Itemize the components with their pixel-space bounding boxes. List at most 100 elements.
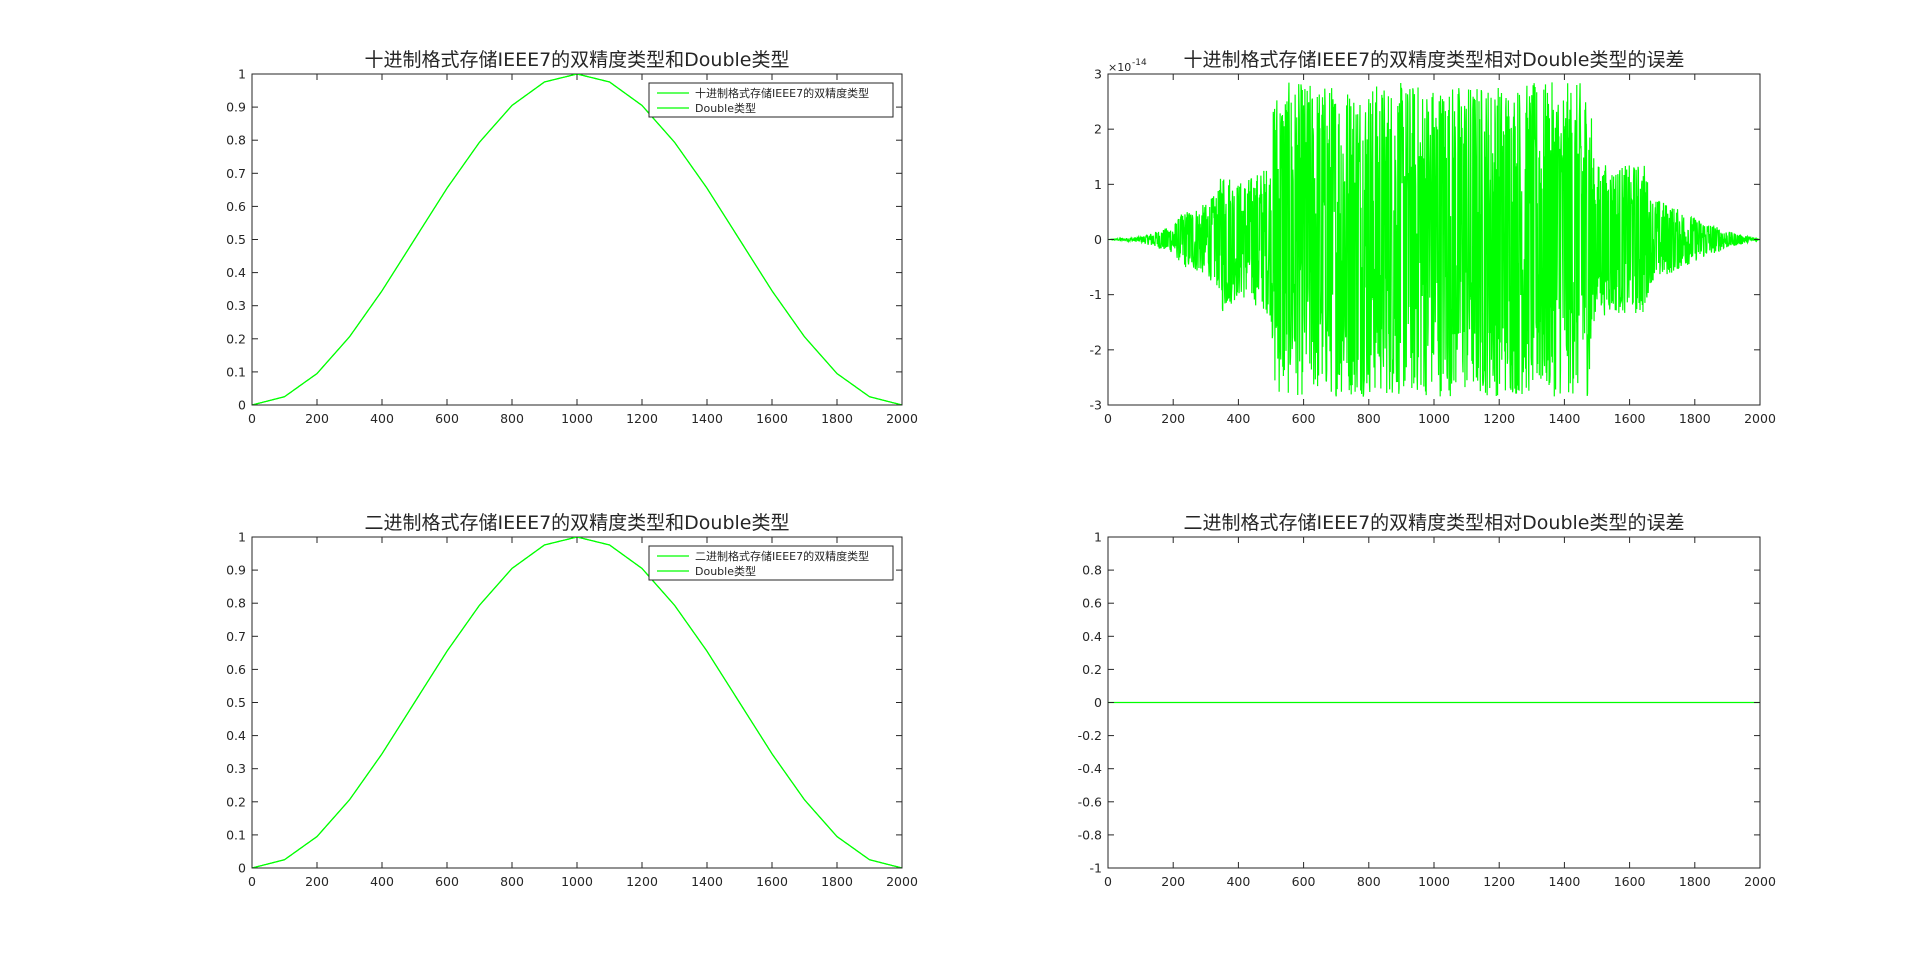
y-tick-label: 0.1: [226, 827, 246, 842]
x-tick-label: 1400: [1548, 874, 1580, 889]
x-tick-label: 0: [1104, 411, 1112, 426]
y-tick-label: 0.3: [226, 298, 246, 313]
y-exponent-power: -14: [1132, 58, 1147, 68]
y-tick-label: 0.1: [226, 364, 246, 379]
axes-box: [251, 536, 903, 869]
x-tick-label: 600: [1292, 411, 1316, 426]
y-tick-label: 0.6: [226, 199, 246, 214]
chart-title: 十进制格式存储IEEE7的双精度类型相对Double类型的误差: [1183, 49, 1684, 71]
x-tick-label: 1200: [626, 411, 658, 426]
chart-title: 二进制格式存储IEEE7的双精度类型相对Double类型的误差: [1183, 512, 1684, 534]
x-tick-label: 400: [370, 874, 394, 889]
x-tick-label: 1000: [561, 874, 593, 889]
y-tick-label: 0.4: [226, 728, 246, 743]
series-line-1: [252, 537, 902, 868]
series-error-line: [1108, 82, 1760, 397]
y-tick-label: 0.2: [1082, 662, 1102, 677]
y-tick-label: -0.4: [1078, 761, 1102, 776]
y-tick-label: 0: [1094, 695, 1102, 710]
plot-area: [252, 537, 902, 868]
x-tick-label: 1800: [1679, 411, 1711, 426]
y-tick-label: -0.2: [1078, 728, 1102, 743]
y-tick-label: -0.8: [1078, 827, 1102, 842]
x-tick-label: 1200: [626, 874, 658, 889]
legend-entry: 二进制格式存储IEEE7的双精度类型: [695, 549, 869, 563]
x-tick-label: 600: [435, 874, 459, 889]
x-tick-label: 1400: [691, 411, 723, 426]
x-tick-label: 1000: [1418, 874, 1450, 889]
legend-box: [648, 545, 894, 581]
y-tick-label: -1: [1090, 861, 1102, 876]
y-tick-label: 0.4: [226, 265, 246, 280]
x-tick-label: 600: [1292, 874, 1316, 889]
legend-entry: Double类型: [695, 564, 756, 578]
y-tick-label: -3: [1090, 398, 1102, 413]
x-tick-label: 1800: [1679, 874, 1711, 889]
y-tick-label: 0: [1094, 232, 1102, 247]
x-tick-label: 800: [500, 411, 524, 426]
y-tick-label: 0: [238, 861, 246, 876]
y-tick-label: 0.6: [1082, 596, 1102, 611]
x-tick-label: 1200: [1483, 874, 1515, 889]
series-line-1: [252, 74, 902, 405]
y-tick-label: 0.2: [226, 331, 246, 346]
y-tick-label: 1: [1094, 530, 1102, 545]
x-tick-label: 1200: [1483, 411, 1515, 426]
y-tick-label: 3: [1094, 67, 1102, 82]
y-tick-label: -1: [1090, 287, 1102, 302]
plot-area: [252, 74, 902, 405]
y-tick-label: 0: [238, 398, 246, 413]
y-tick-label: 0.8: [226, 596, 246, 611]
x-tick-label: 1600: [756, 411, 788, 426]
chart-title: 二进制格式存储IEEE7的双精度类型和Double类型: [364, 512, 789, 534]
x-tick-label: 1600: [1614, 874, 1646, 889]
y-tick-label: 0.8: [1082, 563, 1102, 578]
x-tick-label: 200: [1161, 411, 1185, 426]
y-tick-label: 2: [1094, 122, 1102, 137]
y-tick-label: 0.6: [226, 662, 246, 677]
y-tick-label: -2: [1090, 342, 1102, 357]
x-tick-label: 400: [1226, 874, 1250, 889]
x-tick-label: 1400: [1548, 411, 1580, 426]
x-tick-label: 1000: [1418, 411, 1450, 426]
x-tick-label: 0: [248, 411, 256, 426]
y-tick-label: 0.9: [226, 563, 246, 578]
y-tick-label: 1: [1094, 177, 1102, 192]
x-tick-label: 600: [435, 411, 459, 426]
x-tick-label: 2000: [886, 411, 918, 426]
legend-entry: Double类型: [695, 101, 756, 115]
chart-title: 十进制格式存储IEEE7的双精度类型和Double类型: [364, 49, 789, 71]
y-tick-label: 0.7: [226, 166, 246, 181]
y-tick-label: 0.5: [226, 695, 246, 710]
x-tick-label: 400: [370, 411, 394, 426]
y-tick-label: 0.5: [226, 232, 246, 247]
y-tick-label: 1: [238, 67, 246, 82]
y-tick-label: 0.2: [226, 794, 246, 809]
x-tick-label: 2000: [886, 874, 918, 889]
legend-entry: 十进制格式存储IEEE7的双精度类型: [695, 86, 869, 100]
y-exponent-label: ×10: [1108, 61, 1131, 74]
axes-box: [251, 73, 903, 406]
y-tick-label: 0.4: [1082, 629, 1102, 644]
x-tick-label: 2000: [1744, 411, 1776, 426]
x-tick-label: 200: [305, 874, 329, 889]
x-tick-label: 200: [305, 411, 329, 426]
y-tick-label: 1: [238, 530, 246, 545]
y-tick-label: 0.7: [226, 629, 246, 644]
x-tick-label: 1400: [691, 874, 723, 889]
y-tick-label: 0.8: [226, 133, 246, 148]
x-tick-label: 1600: [756, 874, 788, 889]
x-tick-label: 0: [1104, 874, 1112, 889]
x-tick-label: 400: [1226, 411, 1250, 426]
x-tick-label: 1800: [821, 411, 853, 426]
y-tick-label: 0.3: [226, 761, 246, 776]
x-tick-label: 200: [1161, 874, 1185, 889]
x-tick-label: 1800: [821, 874, 853, 889]
x-tick-label: 2000: [1744, 874, 1776, 889]
